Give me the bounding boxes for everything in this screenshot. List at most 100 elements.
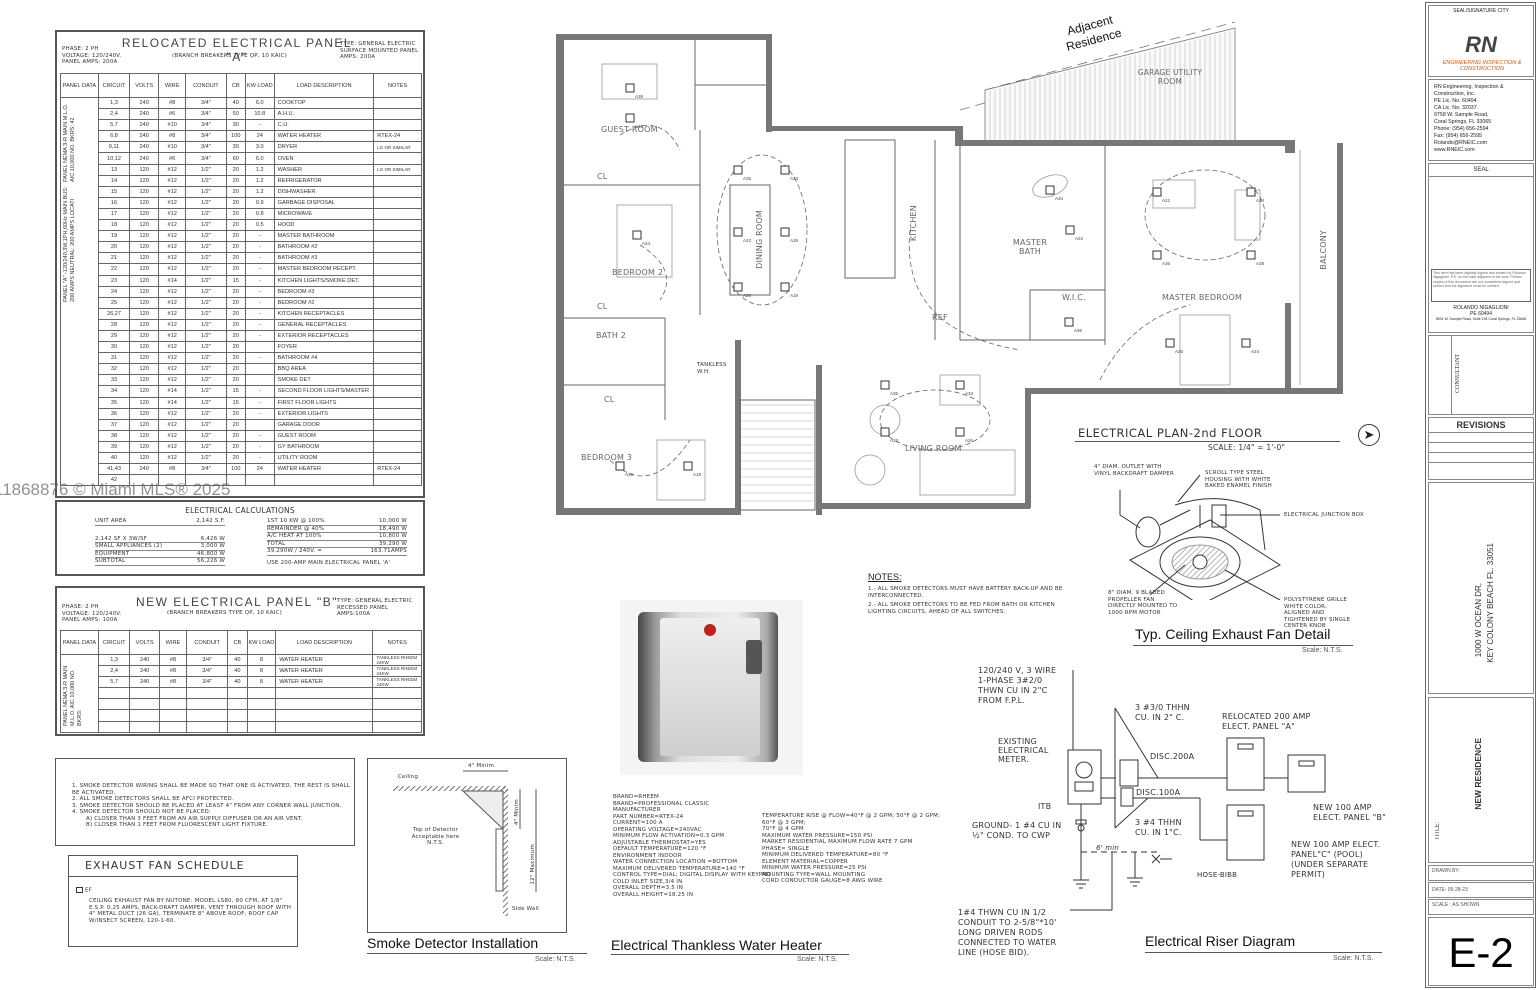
light-fixture-icon	[1241, 338, 1251, 348]
company-line: Rolando@RNEIC.com	[1434, 140, 1488, 146]
load-description-cell: GARAGE DOOR	[273, 418, 375, 431]
conduit-cell: 1/2"	[185, 207, 227, 221]
load-description-cell: DRYER	[273, 141, 375, 154]
conduit-cell: 3/4"	[185, 119, 227, 132]
circuit-cell: 42	[97, 474, 131, 487]
column-header: WIRE	[158, 630, 188, 655]
wire-cell: #12	[158, 418, 187, 431]
riser-panel-c: NEW 100 AMP ELECT. PANEL"C" (POOL) (UNDE…	[1291, 840, 1381, 879]
smoke-detector-detail: Ceiling 4" Minim Top of Detector Accepta…	[367, 758, 567, 933]
cb-cell: 15	[225, 274, 246, 287]
water-heater-title: Electrical Thankless Water Heater	[611, 937, 822, 953]
circuit-cell	[97, 720, 131, 733]
load-description-cell	[275, 720, 374, 733]
wire-cell: #12	[158, 352, 187, 365]
wire-cell: #12	[158, 263, 187, 276]
load-description-cell: GARBAGE DISPOSAL	[273, 196, 375, 209]
column-header: CIRCUIT	[97, 630, 131, 655]
notes-cell	[372, 687, 422, 700]
room-kitchen: KITCHEN	[909, 205, 918, 242]
table-row: 42	[61, 474, 422, 487]
cb-cell	[227, 720, 248, 733]
kw-load-cell: -	[244, 407, 275, 420]
circuit-tag: A36	[1074, 328, 1083, 333]
notes-cell: TANKLESS RHEEM 24KW	[372, 676, 422, 689]
light-fixture-icon	[780, 227, 790, 237]
room-cl-3: CL	[604, 395, 615, 404]
column-header: WIRE	[158, 73, 187, 98]
volts-cell: 120	[129, 207, 160, 221]
spec-line: COLD INLET SIZE,3/4 IN	[613, 878, 683, 885]
light-fixture-icon	[1152, 250, 1162, 260]
circuit-cell: 33	[97, 374, 131, 387]
smoke-note: 4. SMOKE DETECTOR SHOULD NOT BE PLACED:	[72, 809, 211, 815]
exhaust-fan-drawing	[1119, 474, 1282, 600]
load-description-cell: BATHROOM #4	[273, 352, 375, 365]
circuit-cell: 39	[97, 440, 131, 454]
circuit-tag: A34	[1256, 198, 1265, 203]
spec-line: MAXIMUM DELIVERED TEMPERATURE=140 °F	[613, 865, 746, 872]
kw-load-cell: -	[244, 451, 275, 465]
conduit-cell: 3/4"	[186, 665, 229, 678]
north-arrow-icon: ➤	[1358, 424, 1380, 446]
notes-cell	[373, 352, 422, 365]
cb-cell: 20	[225, 185, 246, 198]
kw-load-cell	[244, 474, 275, 487]
circuit-cell: 9,11	[97, 141, 131, 154]
exhaust-fan-schedule: EXHAUST FAN SCHEDULE EF CEILING EXHAUST …	[68, 855, 298, 947]
kw-load-cell: -	[244, 230, 275, 243]
conduit-cell: 1/2"	[185, 385, 227, 398]
circuit-cell: 29	[97, 329, 131, 343]
min-side-label: 4" Minim	[514, 799, 520, 826]
circuit-tag: A25	[1175, 349, 1184, 354]
spec-line: CORD CONDUCTOR GAUGE=8 AWG WIRE	[762, 878, 883, 884]
circuit-tag: A33	[790, 176, 799, 181]
volts-cell: 240	[129, 130, 160, 143]
notes-cell	[373, 329, 422, 343]
column-header: VOLTS	[129, 73, 160, 98]
table-row	[61, 720, 422, 733]
light-fixture-icon	[780, 165, 790, 175]
amps: PANEL AMPS: 200A	[62, 59, 118, 65]
notes-cell	[373, 474, 422, 487]
kw-load-cell	[246, 687, 277, 700]
engineer-address: 9831 W. Sample Road, Suite 104 Coral Spr…	[1435, 317, 1527, 321]
riser-feeder-a: 3 #3/0 THHN CU. IN 2" C.	[1135, 703, 1190, 722]
volts-cell: 240	[129, 96, 160, 110]
volts-cell: 240	[129, 141, 160, 154]
riser-title: Electrical Riser Diagram	[1145, 933, 1296, 949]
panel-data-cell	[60, 96, 99, 487]
notes-cell	[373, 341, 422, 354]
kw-load-cell	[244, 363, 275, 376]
cb-cell: 15	[225, 385, 246, 398]
load-description-cell: WASHER	[273, 163, 375, 176]
wire-cell: #12	[158, 219, 187, 232]
seal-city-label: SEAL/SIGNATURE CITY	[1453, 8, 1509, 14]
spec-line: 70°F @ 4 GPM	[762, 826, 804, 832]
company-info: RN Engineering, Inspection &Construction…	[1428, 79, 1534, 161]
kw-load-cell: -	[244, 263, 275, 276]
consultant-label: CONSULTANT	[1455, 354, 1461, 393]
conduit-cell: 3/4"	[185, 96, 227, 110]
calc-label: UNIT AREA	[95, 518, 127, 524]
load-description-cell: REFRIGERATOR	[273, 174, 375, 187]
cb-cell: 30	[225, 141, 246, 154]
wire-cell: #10	[158, 141, 187, 154]
seal-box: SEAL This item has been digitally signed…	[1428, 163, 1534, 333]
wire-cell: #12	[158, 374, 187, 387]
engineer-name: ROLANDO NIGAGLIONI	[1453, 305, 1509, 311]
notes-cell	[373, 241, 422, 254]
conduit-cell: 3/4"	[185, 130, 227, 143]
riser-ground: GROUND- 1 #4 CU IN ½" COND. TO CWP	[972, 821, 1062, 840]
column-header: KW LOAD	[246, 630, 277, 655]
kw-load-cell	[244, 418, 275, 431]
load-description-cell: WATER HEATER	[275, 676, 374, 689]
calc-label: A/C HEAT AT 100%	[267, 533, 322, 539]
